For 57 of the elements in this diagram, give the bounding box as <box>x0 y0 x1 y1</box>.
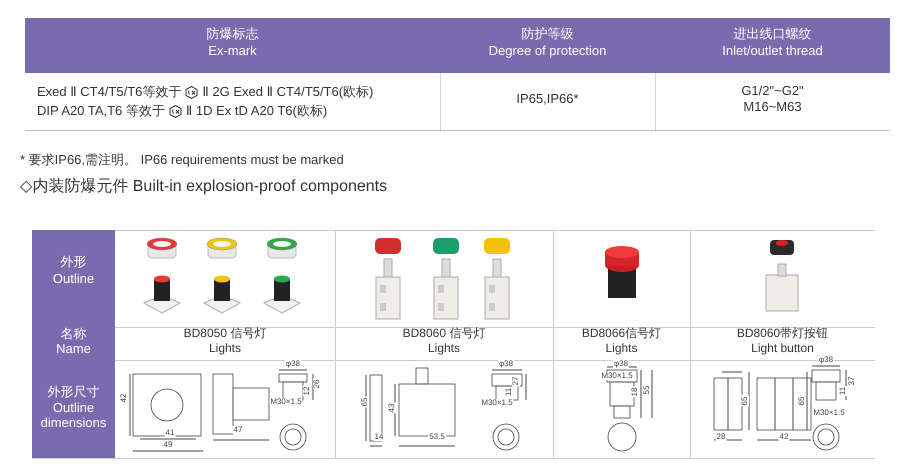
dimension-label: φ38 <box>612 360 630 368</box>
table-cell-text: DIP A20 TA,T6 等效于 <box>37 102 165 120</box>
column-header: Ex-mark <box>207 44 258 59</box>
dimension-label: 11 <box>505 386 513 398</box>
table-cell-text: IP65,IP66* <box>515 92 580 107</box>
column-header: Inlet/outlet thread <box>721 44 824 59</box>
dimension-label: 65 <box>741 396 749 406</box>
row-header: Outline dimensions <box>40 401 108 431</box>
dimension-label: 26 <box>313 378 321 390</box>
dimension-label: φ38 <box>498 360 514 368</box>
dimension-label: 65 <box>798 396 806 406</box>
footnote-text: * 要求IP66,需注明。 IP66 requirements must be marked <box>20 153 344 168</box>
dimension-label: 53.5 <box>428 433 446 441</box>
table-cell-text: Ⅱ 1D Ex tD A20 T6(欧标) <box>186 102 328 120</box>
product-name: Light button <box>750 342 815 356</box>
table-cell-text: Ⅱ 2G Exed Ⅱ CT4/T5/T6(欧标) <box>202 83 374 101</box>
dimension-label: 12 <box>303 386 311 396</box>
product-name: Lights <box>426 342 462 356</box>
dimension-label: 49 <box>162 441 174 449</box>
product-name: BD8050 信号灯 <box>182 327 268 341</box>
dimension-label: 55 <box>643 384 651 396</box>
column-header: 进出线口螺纹 <box>732 27 812 42</box>
dimension-label: M30×1.5 <box>812 409 846 417</box>
dimension-label: 42 <box>778 433 790 441</box>
dimension-label: 65 <box>361 396 369 408</box>
table-cell-text: G1/2"~G2" <box>740 84 805 99</box>
product-name: BD8060带灯按钮 <box>736 327 830 341</box>
section-heading: ◇内装防爆元件 Built-in explosion-proof components <box>20 178 388 196</box>
column-header: 防爆标志 <box>206 27 260 42</box>
dimension-label: φ38 <box>284 360 302 368</box>
product-name: Lights <box>208 342 242 356</box>
dimension-label: 41 <box>164 429 176 437</box>
row-header: Name <box>55 342 92 357</box>
product-name: BD8060 信号灯 <box>402 327 486 341</box>
dimension-label: φ38 <box>818 356 834 364</box>
product-name: Lights <box>604 342 639 356</box>
dimension-label: 37 <box>848 376 856 386</box>
dimension-label: M30×1.5 <box>600 372 634 380</box>
dimension-label: 47 <box>232 426 244 434</box>
row-header: 外形尺寸 <box>46 385 100 400</box>
dimension-label: 14 <box>374 433 384 441</box>
row-header: Outline <box>52 272 96 287</box>
dimension-label: M30×1.5 <box>269 398 303 406</box>
dimension-label: 11 <box>839 386 847 396</box>
table-cell-text: M16~M63 <box>742 100 803 115</box>
dimension-label: M30×1.5 <box>480 399 514 407</box>
table-cell-text: Exed Ⅱ CT4/T5/T6等效于 <box>37 83 182 101</box>
dimension-label: 43 <box>388 402 396 414</box>
row-header: 外形 <box>60 255 88 270</box>
column-header: Degree of protection <box>488 44 608 59</box>
dimension-label: 28 <box>716 433 726 441</box>
dimension-label: 27 <box>512 376 520 386</box>
column-header: 防护等级 <box>520 27 574 42</box>
dimension-label: 18 <box>631 386 639 398</box>
row-header: 名称 <box>60 327 88 342</box>
product-name: BD8066信号灯 <box>580 327 662 341</box>
dimension-label: 42 <box>120 392 128 404</box>
